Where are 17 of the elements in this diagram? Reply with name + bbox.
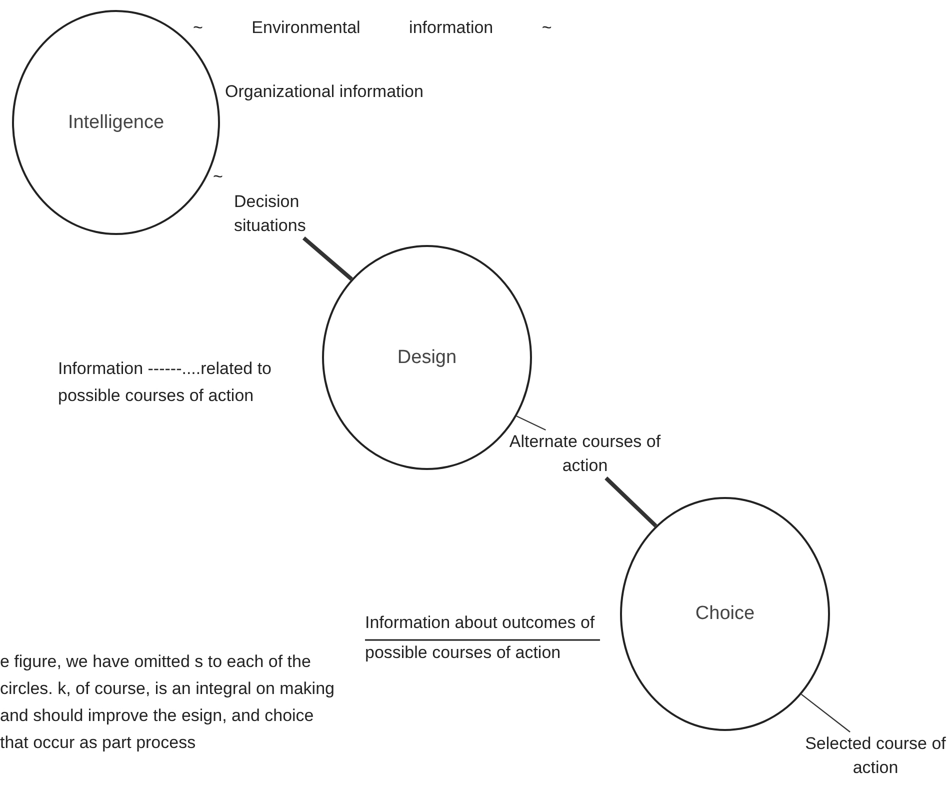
leader-line (302, 236, 353, 281)
leader-line (801, 694, 850, 732)
information-label: ~ Environmental information ~ (193, 16, 613, 40)
stage-label: Design (397, 346, 457, 368)
stage-label: Intelligence (68, 112, 164, 134)
information-label: Alternate courses of action (500, 430, 670, 478)
information-label: Information about outcomes of possible courses of action (365, 608, 600, 668)
information-label: Decision situations (234, 190, 324, 238)
leader-line (604, 476, 658, 528)
stage-label: Choice (695, 603, 755, 625)
stage-circle (620, 497, 830, 731)
information-label: Information ------....related to possible courses of action (58, 355, 308, 409)
note-text: e figure, we have omitted s to each of the circles. k, of course, is an integral on making and should improve the esign, and choice that occur as part process (0, 651, 335, 754)
tilde-mark: ~ (213, 166, 224, 188)
information-label: Organizational information (225, 80, 465, 104)
leader-line (516, 416, 546, 431)
information-label: Selected course of action (800, 732, 951, 780)
